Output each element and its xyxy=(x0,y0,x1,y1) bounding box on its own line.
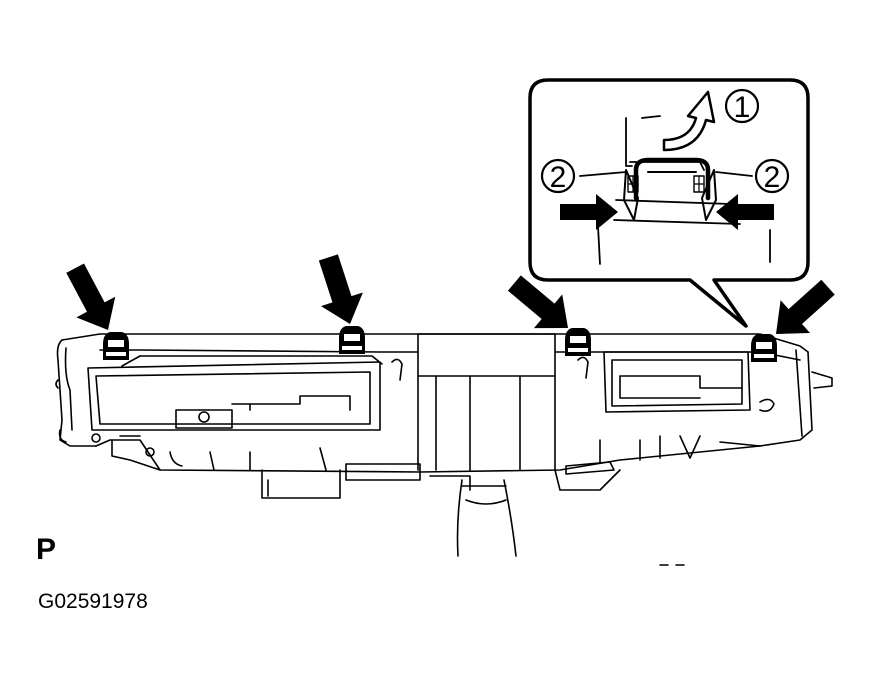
down-arrow-icon xyxy=(307,250,371,331)
clip-icon xyxy=(103,332,129,360)
dashboard-panel xyxy=(55,333,833,566)
clip-icon xyxy=(339,326,365,354)
callout-1: 1 xyxy=(724,88,760,124)
down-arrow-icon xyxy=(55,257,128,341)
view-marker-label: P xyxy=(36,533,57,566)
right-arrow-icon xyxy=(560,194,618,230)
callout-2-left: 2 xyxy=(540,158,576,194)
curved-up-arrow-icon xyxy=(662,90,716,152)
callout-2-right: 2 xyxy=(754,158,790,194)
detail-callout-bubble: 1 2 2 xyxy=(528,78,810,328)
clip-icon xyxy=(565,328,591,356)
svg-text:1: 1 xyxy=(734,91,751,124)
clip-icon xyxy=(751,334,777,362)
svg-text:2: 2 xyxy=(764,161,781,194)
figure-code-label: G02591978 xyxy=(38,590,148,613)
svg-text:2: 2 xyxy=(550,161,567,194)
left-arrow-icon xyxy=(716,194,774,230)
